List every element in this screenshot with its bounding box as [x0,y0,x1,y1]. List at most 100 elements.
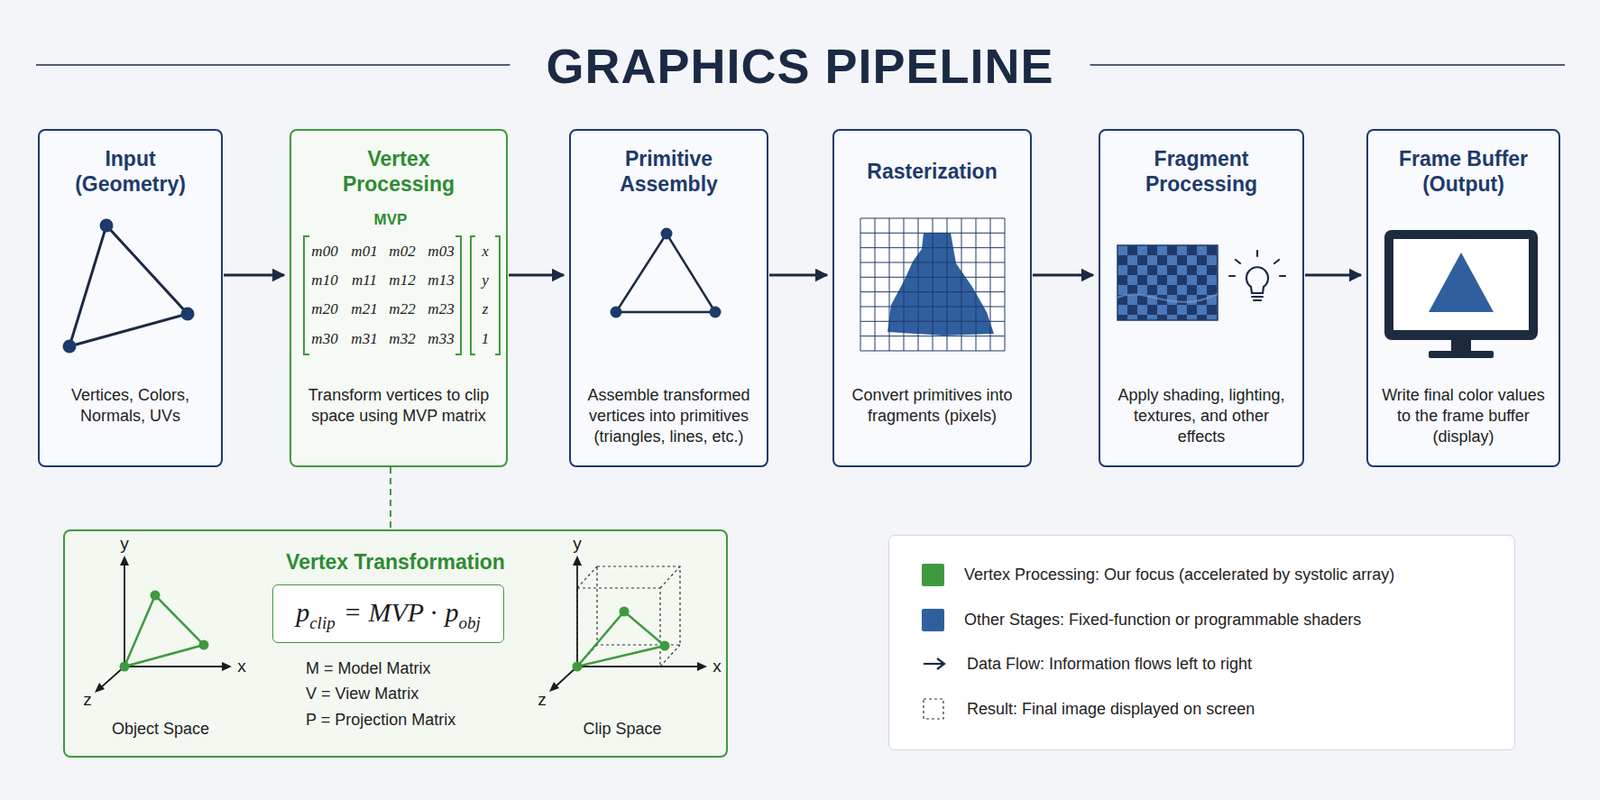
matrix-title: MVP [374,210,408,230]
matrix-entry: m30 [311,329,338,350]
formula-part: p [445,596,460,629]
input-triangle [63,219,195,354]
matrix-legend: M = Model Matrix [305,658,432,679]
clip-triangle [572,606,671,672]
formula-part: obj [459,606,481,640]
texture-swatch [1117,245,1218,321]
box-fill [569,128,769,468]
clip-cube [577,566,681,667]
matrix-brackets [303,236,500,355]
box-fill [1098,128,1305,468]
box-fill [1366,128,1561,468]
flow-arrow [223,274,285,277]
vector-entry: x [481,241,489,262]
matrix-entry: m01 [350,241,378,262]
legend-panel: Vertex Processing: Our focus (accelerate… [888,534,1516,751]
legend-entry: Vertex Processing: Our focus (accelerate… [921,560,1506,589]
legend-swatch [921,608,945,632]
legend-entry: Data Flow: Information flows left to rig… [921,650,1506,678]
diagram-title: GRAPHICS PIPELINE [545,38,1054,93]
object-triangle [119,590,210,672]
matrix-entry: m21 [350,299,378,320]
flow-arrow [508,274,564,277]
raster-grid [860,218,1005,351]
legend-entry: Result: Final image displayed on screen [921,695,1506,723]
axis-label: y [572,533,582,554]
box-heading: Input (Geometry) [49,143,212,200]
vector-entry: y [481,270,489,291]
dashed-leader [389,467,392,530]
box-fill [832,128,1032,468]
matrix-entry: m11 [351,270,378,291]
box-heading: Frame Buffer (Output) [1382,143,1545,200]
box-fills [37,128,1561,758]
legend-swatch [921,563,945,587]
matrix-entry: m02 [388,241,415,262]
box-description: Transform vertices to clip space using M… [300,385,497,427]
matrix-entry: m31 [350,329,378,350]
legend-text: Vertex Processing: Our focus (accelerate… [964,564,1395,585]
vector-entry: 1 [481,329,490,350]
matrix-entry: m12 [388,270,415,291]
box-heading: Primitive Assembly [588,143,751,200]
formula-part: clip [309,606,336,640]
title-rule [1090,64,1565,66]
matrix-entry: m22 [388,299,415,320]
legend-entry: Other Stages: Fixed-function or programm… [921,606,1506,634]
matrix-entry: m10 [311,270,338,291]
matrix-entry: m20 [311,299,338,320]
formula-part: p [295,596,310,629]
box-description: Assemble transformed vertices into primi… [579,385,758,448]
matrix-entry: m00 [311,241,338,262]
box-heading: Vertex Processing [317,143,480,200]
stage-box: Vertex ProcessingTransform vertices to c… [289,128,508,468]
space-caption: Object Space [111,718,210,739]
primitive-triangle [610,228,722,319]
legend-text: Other Stages: Fixed-function or programm… [964,609,1361,630]
formula-box: pclip= MVP ·pobj [272,584,505,644]
box-description: Write final color values to the frame bu… [1377,385,1550,448]
legend-dashed-box [921,697,948,721]
flow-arrow [1032,274,1094,277]
matrix-legend: P = Projection Matrix [305,709,456,730]
legend-arrow [921,652,948,676]
matrix-legend: V = View Matrix [305,683,419,704]
legend-text: Result: Final image displayed on screen [966,698,1255,719]
legend-text: Data Flow: Information flows left to rig… [966,653,1252,674]
stage-box: Fragment ProcessingApply shading, lighti… [1098,128,1305,468]
stage-box: Primitive AssemblyAssemble transformed v… [569,128,769,468]
object-space-axes [94,555,232,693]
axis-label: x [712,656,722,677]
box-fill [63,529,728,758]
matrix-entry: m13 [427,270,454,291]
matrix-entry: m03 [427,241,454,262]
box-fill [37,128,223,468]
title-bar: GRAPHICS PIPELINE [0,36,1600,96]
matrix-entry: m33 [427,329,454,350]
light-bulb [1229,250,1286,301]
axis-label: x [237,656,247,677]
formula-part: = MVP · [343,596,438,629]
stage-box: Frame Buffer (Output) Write final color v… [1366,128,1561,468]
monitor-icon [1384,229,1538,359]
box-fill [289,128,508,468]
axis-label: z [537,689,547,710]
stage-box: Input (Geometry) Vertices, Colors, Normal… [37,128,223,468]
axis-label: y [119,533,129,554]
box-heading: Fragment Processing [1120,143,1283,200]
flow-arrow [769,274,828,277]
clip-space-axes [549,555,708,692]
axis-label: z [82,689,92,710]
box-heading: Vertex Transformation [64,549,727,575]
box-heading: Rasterization [851,143,1014,200]
vector-entry: z [482,299,489,320]
box-description: Vertices, Colors, Normals, UVs [48,385,212,427]
space-caption: Clip Space [582,718,662,739]
title-rule [36,64,510,66]
box-fill [272,584,505,644]
flow-arrow [1305,274,1361,277]
stage-box: RasterizationConvert primitives into fra… [832,128,1032,468]
